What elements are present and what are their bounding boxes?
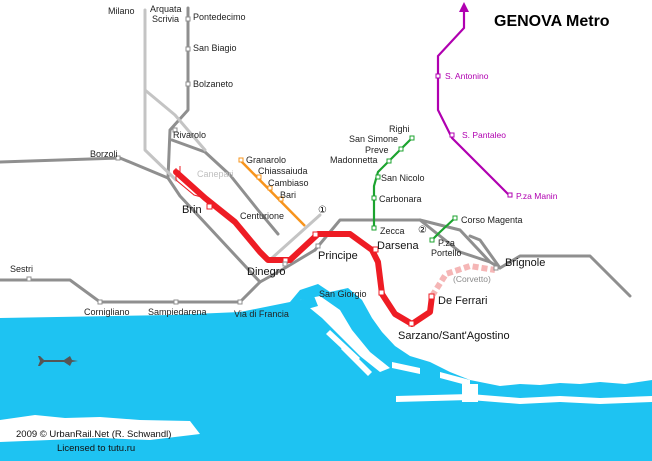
station-label-canepari: Canepari xyxy=(197,169,234,179)
station-label-s-antonino: S. Antonino xyxy=(445,71,489,81)
station-label-brignole: Brignole xyxy=(505,257,545,269)
station-label-righi: Righi xyxy=(389,124,410,134)
rail-station-markers xyxy=(26,16,499,305)
station-label-corvetto: (Corvetto) xyxy=(453,274,491,284)
rail-network-light xyxy=(143,8,322,260)
station-label-milano: Milano xyxy=(108,6,135,16)
credit-line-1: 2009 © UrbanRail.Net (R. Schwandl) xyxy=(16,429,171,440)
station-label-rivarolo: Rivarolo xyxy=(173,130,206,140)
station-label-s-pantaleo: S. Pantaleo xyxy=(462,130,506,140)
station-label-p-za-portello-1: P.za xyxy=(438,238,455,248)
station-label-brin: Brin xyxy=(182,204,202,216)
zecca-righi-funicular xyxy=(371,135,415,231)
station-label-pontedecimo: Pontedecimo xyxy=(193,12,246,22)
station-label-zecca: Zecca xyxy=(380,226,405,236)
station-label-san-nicolo: San Nicolo xyxy=(381,173,425,183)
station-label-chiassaiuda: Chiassaiuda xyxy=(258,166,308,176)
station-label-madonnetta: Madonnetta xyxy=(330,155,378,165)
airport-icon xyxy=(38,356,78,366)
sea xyxy=(0,284,652,461)
station-label-dinegro: Dinegro xyxy=(247,266,286,278)
station-label-scrivia: Scrivia xyxy=(152,14,179,24)
station-label-granarolo: Granarolo xyxy=(246,155,286,165)
station-label-san-biagio: San Biagio xyxy=(193,43,237,53)
station-label-sestri: Sestri xyxy=(10,264,33,274)
station-label-carbonara: Carbonara xyxy=(379,194,422,204)
station-label-bari: Bari xyxy=(280,190,296,200)
station-label-p-za-manin: P.za Manin xyxy=(516,191,558,201)
station-label-principe: Principe xyxy=(318,250,358,262)
station-label-cambiaso: Cambiaso xyxy=(268,178,309,188)
granarolo-rack-line xyxy=(238,157,306,227)
credit-line-2: Licensed to tutu.ru xyxy=(57,443,135,454)
station-label-p-za-portello-2: Portello xyxy=(431,248,462,258)
station-label-sampierdarena: Sampiedarena xyxy=(148,307,207,317)
station-label-arquata: Arquata xyxy=(150,4,182,14)
station-label-via-di-francia: Via di Francia xyxy=(234,309,289,319)
station-label-san-giorgio: San Giorgio xyxy=(319,289,367,299)
station-label-sarzano: Sarzano/Sant'Agostino xyxy=(398,330,510,342)
station-label-borzoli: Borzoli xyxy=(90,149,118,159)
station-label-cornigliano: Cornigliano xyxy=(84,307,130,317)
station-label-corso-magenta: Corso Magenta xyxy=(461,215,523,225)
station-label-centurione: Centurione xyxy=(240,211,284,221)
casella-railway xyxy=(435,2,513,198)
station-label-bolzaneto: Bolzaneto xyxy=(193,79,233,89)
portello-lift xyxy=(429,215,458,243)
station-label-de-ferrari: De Ferrari xyxy=(438,295,488,307)
station-label-san-simone: San Simone xyxy=(349,134,398,144)
metro-line-1 xyxy=(173,166,496,327)
line-number-1: ① xyxy=(318,205,327,216)
line-number-2: ② xyxy=(418,225,427,236)
map-title: GENOVA Metro xyxy=(494,13,610,30)
rail-network xyxy=(0,6,632,304)
station-label-darsena: Darsena xyxy=(377,240,419,252)
station-label-preve: Preve xyxy=(365,145,389,155)
